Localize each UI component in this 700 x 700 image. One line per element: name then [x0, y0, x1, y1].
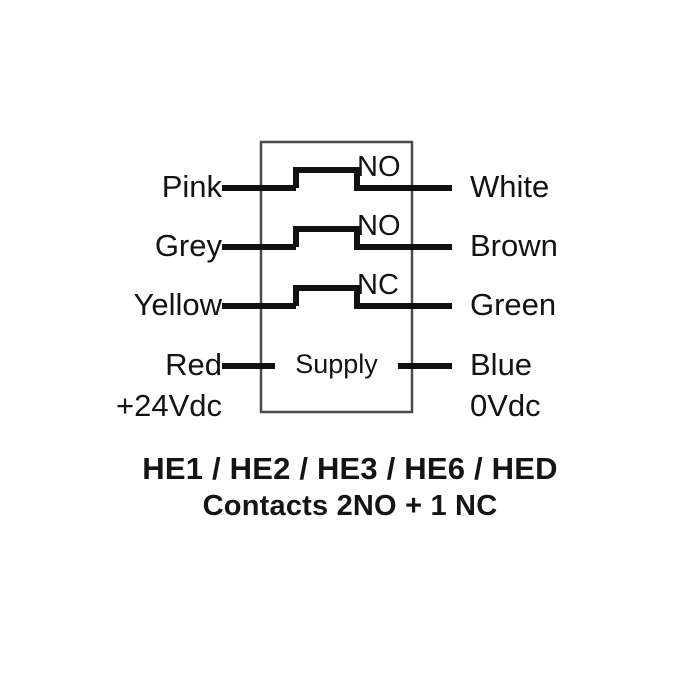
- wire-label-left-4: Red: [165, 347, 222, 382]
- wire-label-left-3: Yellow: [133, 287, 222, 322]
- wire-label-left-2: Grey: [154, 228, 222, 263]
- contact-row-3: [222, 285, 452, 309]
- contact-symbol-row-2: [293, 226, 360, 247]
- supply-label: Supply: [295, 349, 378, 379]
- contact-row-1: [222, 167, 452, 191]
- device-enclosure-box: [259, 140, 414, 414]
- diagram-caption: HE1 / HE2 / HE3 / HE6 / HED Contacts 2NO…: [0, 450, 700, 525]
- caption-model-list: HE1 / HE2 / HE3 / HE6 / HED: [142, 451, 558, 486]
- wire-label-left-1: Pink: [161, 169, 222, 204]
- wire-label-right-1: White: [470, 169, 550, 204]
- caption-contact-config: Contacts 2NO + 1 NC: [202, 490, 498, 522]
- supply-voltage-label-left: +24Vdc: [115, 388, 222, 423]
- contact-type-tag-1: NO: [357, 151, 401, 183]
- contact-symbol-row-1: [293, 167, 360, 188]
- wire-label-right-4: Blue: [470, 347, 533, 382]
- wire-label-right-2: Brown: [470, 228, 558, 263]
- supply-voltage-label-right: 0Vdc: [470, 388, 541, 423]
- contact-type-tag-3: NC: [357, 269, 399, 301]
- contact-type-tag-2: NO: [357, 210, 401, 242]
- contact-symbol-row-3: [293, 285, 360, 306]
- contact-row-2: [222, 226, 452, 250]
- wire-label-right-3: Green: [470, 287, 557, 322]
